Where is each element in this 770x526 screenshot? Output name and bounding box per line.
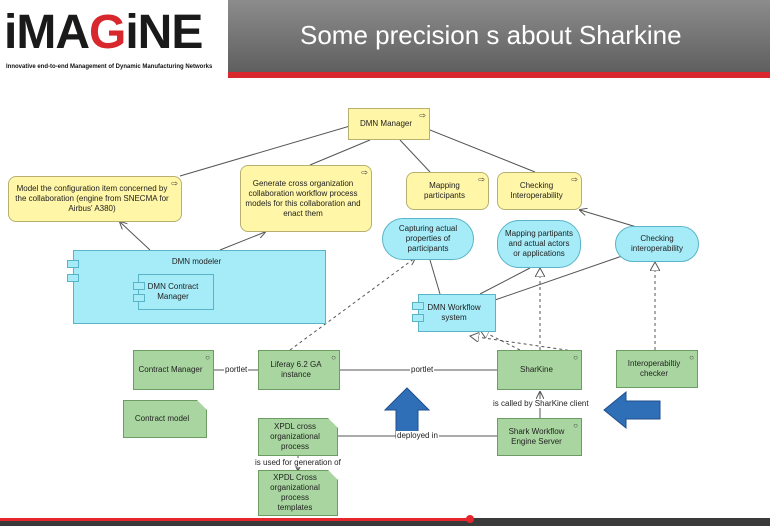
edge-label-portlet: portlet [224,365,249,374]
xpdl-templates-node: XPDL Cross organizational process templa… [258,470,338,516]
imagine-logo: iMAGiNE [4,6,203,59]
shark-server-node: Shark Workflow Engine Server ○ [497,418,582,456]
component-tab [412,314,424,322]
process-icon: ⇨ [419,111,426,120]
generate-cross-label: Generate cross organization collaboratio… [245,178,361,218]
dmn-workflow-label: DMN Workflow system [427,303,481,322]
sharkine-label: SharKine [520,365,553,374]
video-progress-fill [0,518,470,521]
checking-interop2-label: Checking interoperability [630,234,684,253]
liferay-node: Liferay 6.2 GA instance ○ [258,350,340,390]
xpdl-process-label: XPDL cross organizational process [270,422,320,451]
checking-interop-label: Checking Interoperability [510,181,563,200]
slide-header: iMAGiNE Innovative end-to-end Management… [0,0,770,80]
title-banner [228,0,770,72]
capturing-properties-node: Capturing actual properties of participa… [382,218,474,260]
checking-interop2-node: Checking interoperability [615,226,699,262]
dmn-modeler-node: DMN modeler [73,250,326,324]
component-tab [67,274,79,282]
blue-arrow-up [383,387,431,439]
shark-server-label: Shark Workflow Engine Server [508,427,565,446]
liferay-label: Liferay 6.2 GA instance [270,360,322,379]
video-progress-bar[interactable] [0,515,770,526]
dmn-manager-label: DMN Manager [359,119,412,128]
logo-tagline: Innovative end-to-end Management of Dyna… [6,64,213,70]
capturing-properties-label: Capturing actual properties of participa… [398,224,458,253]
process-icon: ⇨ [478,175,485,184]
sharkine-node: SharKine ○ [497,350,582,390]
mapping-actors-label: Mapping partipants and actual actors or … [504,229,574,258]
circle-icon: ○ [689,353,694,362]
model-config-node: Model the configuration item concerned b… [8,176,182,222]
interop-checker-node: Interoperabiltiy checker ○ [616,350,698,388]
edge-label-portlet: portlet [410,365,435,374]
process-icon: ⇨ [361,168,368,177]
dmn-modeler-label: DMN modeler [171,257,222,266]
process-icon: ⇨ [171,179,178,188]
circle-icon: ○ [331,353,336,362]
banner-red-strip [228,72,770,78]
circle-icon: ○ [573,353,578,362]
contract-model-label: Contract model [134,414,190,423]
xpdl-process-node: XPDL cross organizational process [258,418,338,456]
dmn-contract-manager-node: DMN Contract Manager [138,274,214,310]
circle-icon: ○ [205,353,210,362]
edge-label-deployed-in: deployed in [396,431,439,440]
process-icon: ⇨ [571,175,578,184]
checking-interop-node: Checking Interoperability ⇨ [497,172,582,210]
component-tab [67,260,79,268]
component-tab [412,302,424,310]
xpdl-templates-label: XPDL Cross organizational process templa… [270,473,320,512]
component-tab [133,294,145,302]
component-tab [133,282,145,290]
contract-manager-node: Contract Manager ○ [133,350,214,390]
mapping-actors-node: Mapping partipants and actual actors or … [497,220,581,268]
edge-label-called-by: is called by SharKine client [492,399,590,408]
video-progress-handle[interactable] [465,515,474,523]
edge-label-used-for: is used for generation of [254,458,342,467]
circle-icon: ○ [573,421,578,430]
dmn-workflow-node: DMN Workflow system [418,294,496,332]
generate-cross-node: Generate cross organization collaboratio… [240,165,372,232]
model-config-label: Model the configuration item concerned b… [15,184,169,213]
slide-title: Some precision s about Sharkine [300,20,682,50]
interop-checker-label: Interoperabiltiy checker [627,359,681,378]
mapping-participants-node: Mapping participants ⇨ [406,172,489,210]
dmn-contract-manager-label: DMN Contract Manager [147,282,199,301]
dmn-manager-node: DMN Manager ⇨ [348,108,430,140]
mapping-participants-label: Mapping participants [424,181,465,200]
contract-manager-label: Contract Manager [138,365,203,374]
contract-model-node: Contract model [123,400,207,438]
blue-arrow-left [603,390,661,430]
